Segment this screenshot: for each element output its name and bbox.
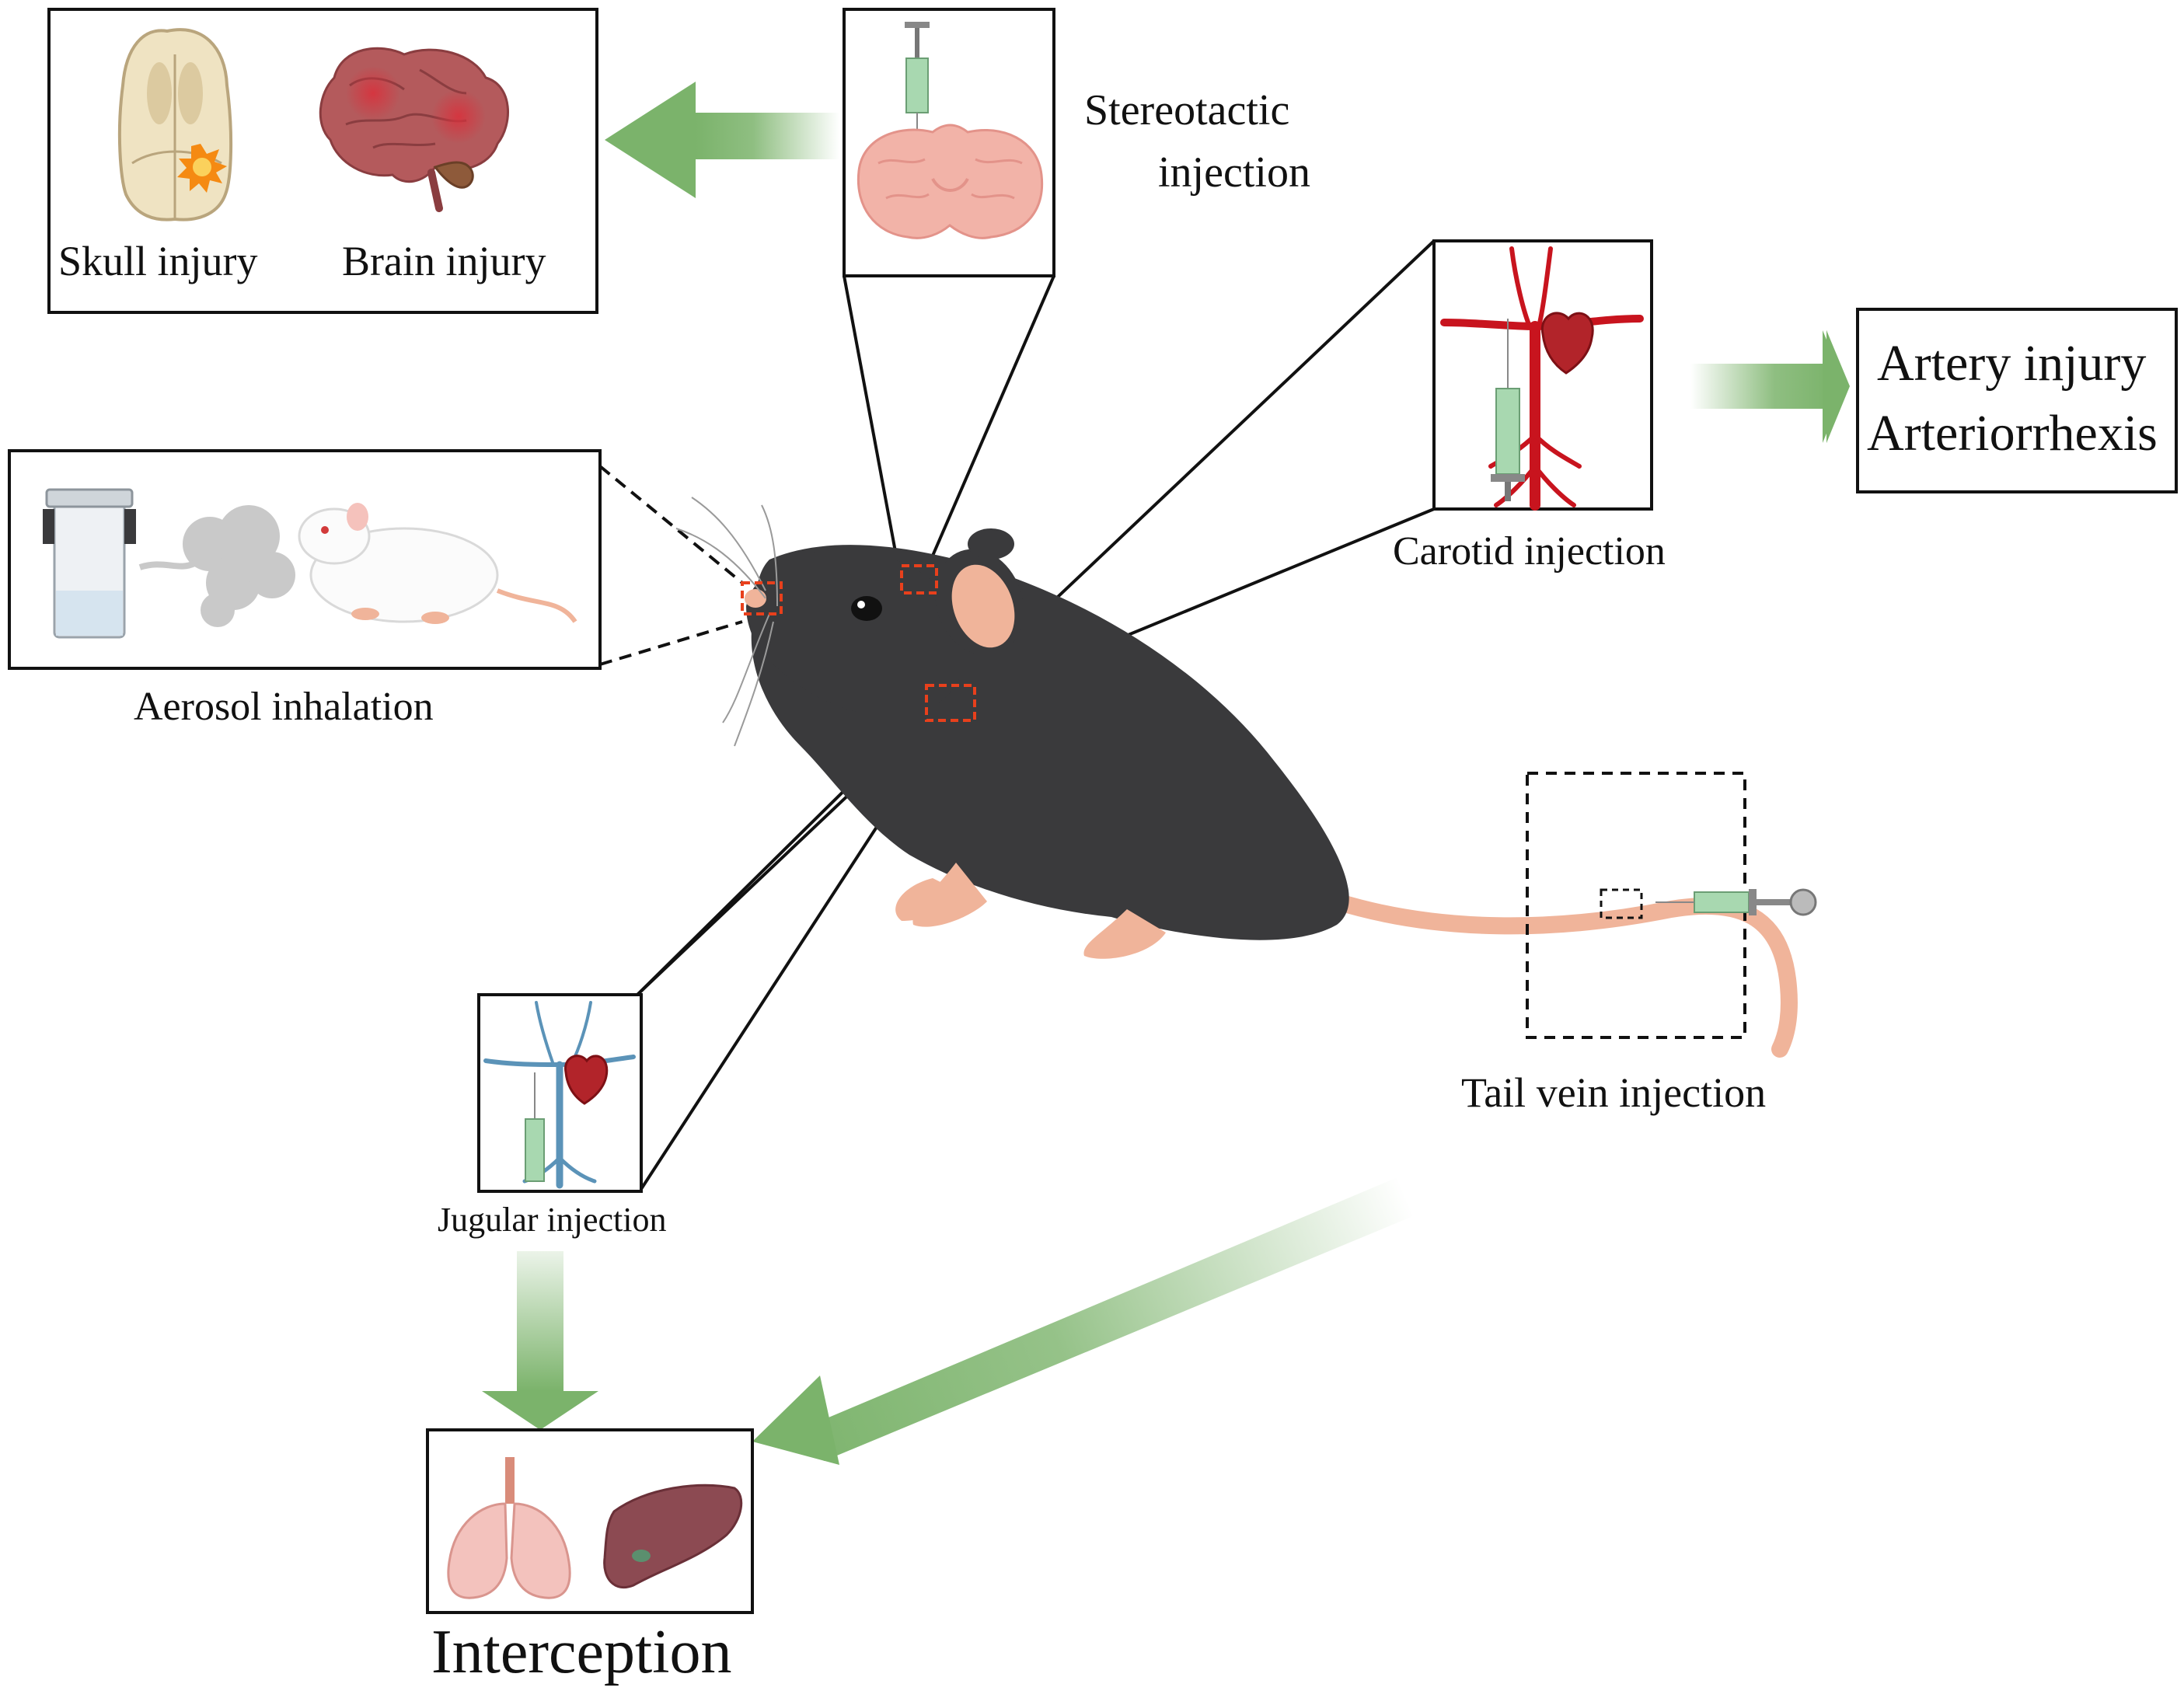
label-artery-injury: Artery injury [1877, 335, 2147, 392]
label-aerosol-inhalation: Aerosol inhalation [134, 685, 434, 729]
label-stereotactic: Stereotactic [1084, 86, 1290, 134]
aerosol-cloud-icon [138, 505, 295, 627]
carotid-box [1432, 239, 1653, 511]
label-arteriorrhexis: Arteriorrhexis [1867, 405, 2158, 462]
tail-vein-marker [1600, 888, 1643, 919]
aerosol-zoom-lines [598, 465, 744, 666]
tail-syringe-icon [1655, 888, 1817, 916]
liver-icon [603, 1484, 743, 1588]
arrow-tail-to-interception [752, 1175, 1422, 1465]
skull-icon [117, 28, 233, 221]
stereotactic-zoom-lines [843, 275, 1055, 556]
brain-injury-icon [319, 47, 509, 212]
label-interception: Interception [431, 1618, 732, 1686]
red-marker-boxes [741, 564, 976, 722]
label-carotid-injection: Carotid injection [1393, 529, 1666, 574]
brain-section-icon [857, 124, 1044, 239]
artery-injury-box [1856, 308, 2178, 493]
heart-icon [1540, 312, 1594, 375]
label-skull-injury: Skull injury [58, 238, 258, 284]
label-stereotactic-injection: injection [1158, 148, 1310, 197]
carotid-syringe-icon [1491, 319, 1525, 501]
jugular-heart-icon [564, 1055, 609, 1105]
label-tail-vein-injection: Tail vein injection [1461, 1069, 1767, 1116]
syringe-icon [905, 22, 930, 171]
arrow-jugular-down [482, 1251, 598, 1430]
jugular-syringe-icon [525, 1072, 545, 1182]
label-brain-injury: Brain injury [342, 238, 546, 284]
arrow-to-artery-injury [1690, 330, 1850, 443]
tail-vein-box [1526, 772, 1746, 1039]
label-jugular-injection: Jugular injection [438, 1201, 667, 1239]
artery-diagram [1440, 246, 1644, 511]
nebulizer-icon [43, 488, 136, 639]
lungs-icon [447, 1457, 571, 1599]
white-rat-icon [298, 503, 577, 624]
arrow-to-skull-brain [605, 82, 839, 198]
